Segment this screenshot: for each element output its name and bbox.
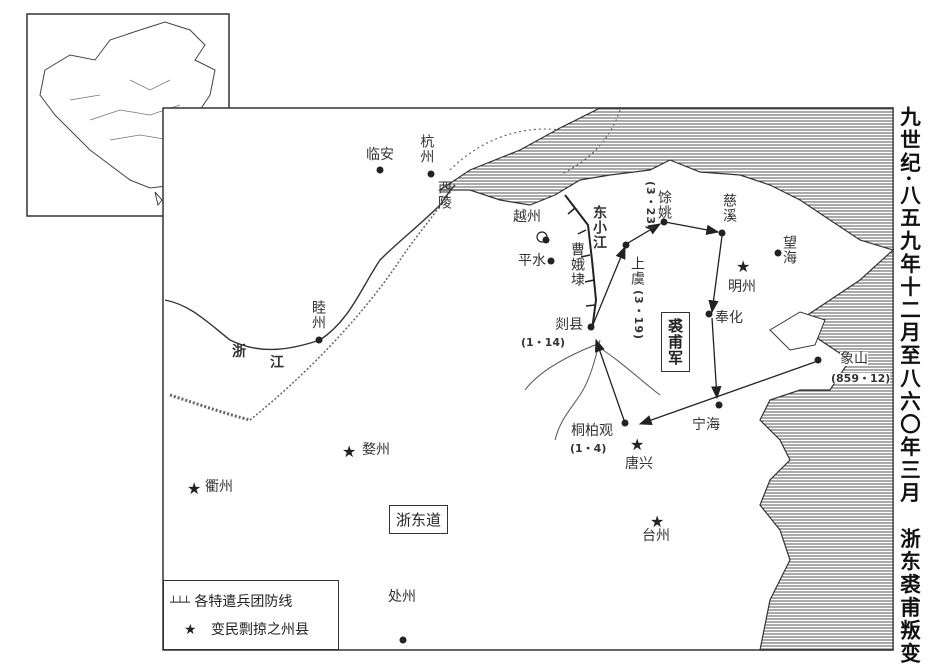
label-tongbaiguan: 桐柏观 bbox=[571, 423, 613, 439]
label-qiufu-army: 裘甫军 bbox=[661, 312, 690, 372]
qiufu-route bbox=[591, 221, 816, 425]
label-ninghai: 宁海 bbox=[692, 417, 720, 433]
label-pingshui: 平水 bbox=[518, 253, 546, 269]
label-chuzhou: 处州 bbox=[388, 589, 416, 605]
label-cixi: 慈溪 bbox=[721, 193, 737, 223]
label-tongbaiguan-date: (1・4) bbox=[570, 442, 607, 455]
svg-text:★: ★ bbox=[630, 435, 644, 454]
defense-line bbox=[564, 194, 598, 331]
label-dongxiaojiang: 东小江 bbox=[591, 205, 607, 250]
label-yuyao-date: (3・23) bbox=[644, 181, 657, 232]
label-shanxian: 剡县 bbox=[555, 317, 583, 333]
city-dots bbox=[315, 166, 822, 644]
label-zhe-river-2: 江 bbox=[270, 355, 284, 371]
label-caoejiang: 曹娥埭 bbox=[569, 242, 585, 287]
yuezhou-capital-icon bbox=[536, 231, 548, 243]
label-hangzhou-text: 杭州 bbox=[418, 134, 435, 164]
label-zhedongdao: 浙东道 bbox=[389, 505, 449, 534]
label-xiling: 西陵 bbox=[436, 180, 452, 210]
defense-line-symbol: ┴┴┴ bbox=[170, 596, 190, 609]
label-quzhou: 衢州 bbox=[205, 479, 233, 495]
legend-raided: 变民剽掠之州县 bbox=[211, 622, 310, 638]
svg-text:★: ★ bbox=[187, 479, 201, 498]
label-xiangshan: 象山 bbox=[840, 351, 868, 367]
label-tangxing: 唐兴 bbox=[625, 456, 653, 472]
label-wanghai: 望海 bbox=[781, 235, 797, 265]
svg-text:★: ★ bbox=[650, 512, 664, 531]
legend-defense-line: 各特遣兵团防线 bbox=[194, 594, 293, 610]
label-linan: 临安 bbox=[366, 147, 394, 163]
star-icon: ★ bbox=[184, 622, 197, 638]
label-yuyao: 馀姚 bbox=[656, 190, 672, 220]
label-mingzhou: 明州 bbox=[728, 279, 756, 295]
label-hangzhou: 杭州 bbox=[418, 134, 435, 168]
label-fenghua: 奉化 bbox=[715, 310, 743, 326]
svg-text:★: ★ bbox=[736, 257, 750, 276]
map-legend: ┴┴┴ 各特遣兵团防线 ★ 变民剽掠之州县 bbox=[163, 580, 339, 650]
label-yuezhou: 越州 bbox=[513, 209, 541, 225]
label-taizhou: 台州 bbox=[642, 528, 670, 544]
map-title: 九世纪·八五九年十二月至八六〇年三月 浙东裘甫叛变 bbox=[896, 106, 921, 666]
label-shanxian-date: (1・14) bbox=[521, 336, 566, 349]
svg-text:★: ★ bbox=[342, 442, 356, 461]
label-shangyu-date: (3・19) bbox=[632, 290, 645, 341]
raided-star-icons: ★ ★ ★ ★ ★ bbox=[187, 257, 750, 531]
label-xiangshan-date: (859・12) bbox=[831, 372, 891, 385]
hangzhou-bay bbox=[438, 107, 894, 251]
label-shangyu: 上虞 bbox=[629, 256, 645, 286]
label-muzhou: 睦州 bbox=[310, 300, 326, 330]
label-zhe-river: 浙 bbox=[232, 344, 246, 360]
label-wuzhou: 婺州 bbox=[362, 442, 390, 458]
